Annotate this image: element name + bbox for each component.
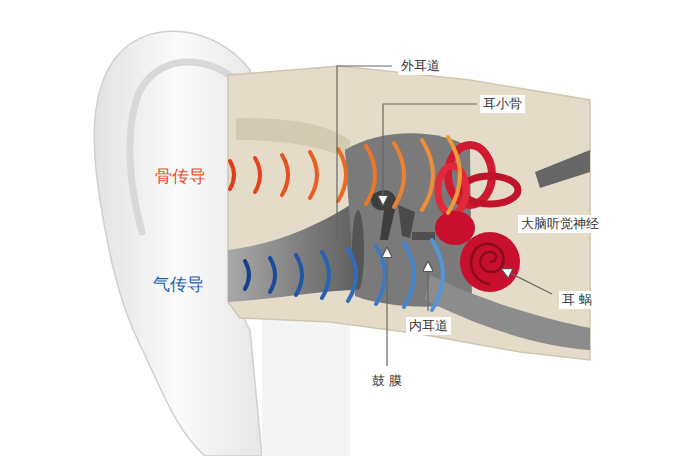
part-label: 耳小骨 [480,95,525,113]
wave-arc [376,246,385,304]
part-label: 外耳道 [398,57,443,75]
wave-arc [230,161,234,189]
ear-canal [228,205,360,302]
eardrum [352,210,364,290]
wave-arc [296,255,302,295]
wave-arc [270,258,275,292]
leader-line [427,262,428,311]
wave-arc [366,146,375,204]
part-label: 大脑听觉神经 [518,215,602,233]
wave-arc [322,252,329,298]
part-label: 内耳道 [406,317,451,335]
wave-arc [310,152,317,198]
wave-arc [348,249,356,301]
air-conduction-waves [245,240,443,310]
leader-line [337,66,392,240]
conduction-label: 气传导 [150,273,207,295]
part-label: 鼓 膜 [369,372,405,390]
bone-shade [236,118,350,160]
wave-arc [422,140,433,210]
semicircular-canal [462,176,518,204]
part-label: 耳 蜗 [559,291,595,309]
wave-arc [394,143,404,207]
wave-arc [338,149,346,201]
leader-line [502,269,552,294]
auditory-nerve [535,150,590,188]
bone-conduction-waves [230,137,460,213]
cochlea-spiral [471,244,503,284]
wave-arc [404,243,414,307]
cochlea [460,232,520,292]
leader-line [386,248,387,366]
cross-section [228,66,590,360]
wave-arc [432,240,443,310]
wave-arc [448,137,460,213]
helix-fold [130,62,238,232]
bone-section [228,66,590,360]
vestibule [435,211,475,245]
conduction-label: 骨传导 [152,165,209,187]
wave-arc [255,158,260,192]
wave-arc [282,155,288,195]
wave-arc [245,261,249,289]
leader-line [383,104,477,205]
